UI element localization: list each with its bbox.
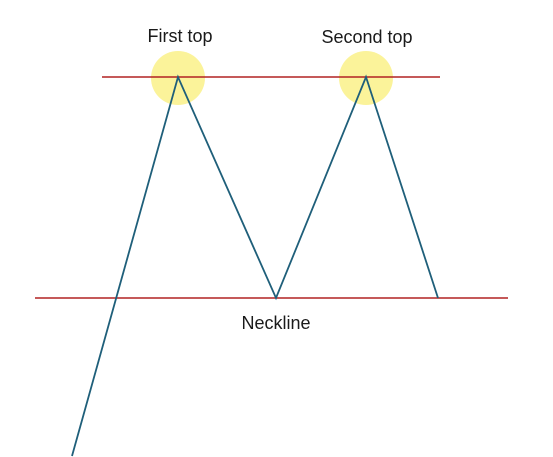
second-top-label: Second top [321, 27, 412, 47]
first-top-label: First top [147, 26, 212, 46]
price-path [71, 74, 439, 457]
neckline-label: Neckline [241, 313, 310, 333]
